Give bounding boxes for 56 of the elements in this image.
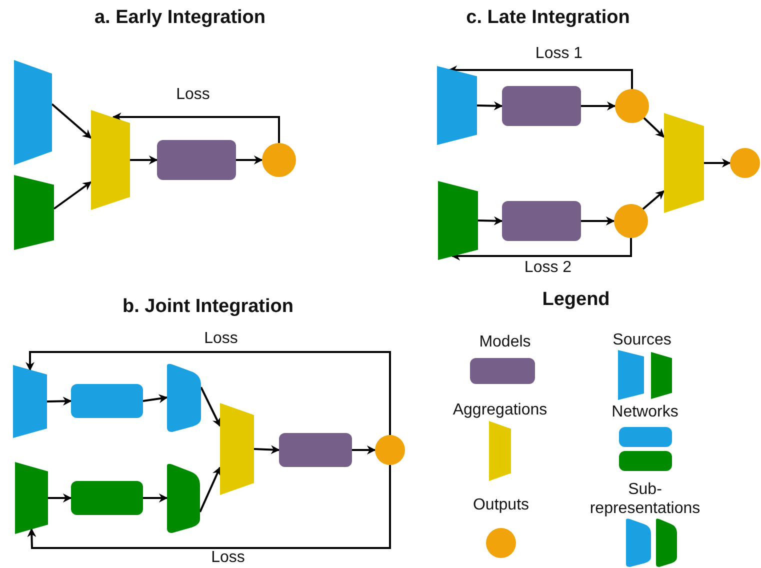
legend-label: Outputs <box>472 495 530 515</box>
legend-label: Models <box>478 332 532 352</box>
section-title: c. Late Integration <box>466 7 630 29</box>
aggregation-trapezoid <box>220 403 254 495</box>
arrow <box>48 494 72 502</box>
loss-arrow <box>112 112 280 143</box>
arrow <box>46 396 72 406</box>
arrow <box>581 102 616 110</box>
section-title: a. Early Integration <box>94 7 266 29</box>
source-trapezoid <box>437 66 477 145</box>
network-box <box>71 384 143 418</box>
arrow <box>142 394 168 404</box>
aggregation-trapezoid <box>664 113 704 213</box>
model-box <box>502 86 581 126</box>
arrow <box>236 156 263 164</box>
arrow <box>53 181 92 210</box>
section-title: Legend <box>542 289 610 311</box>
arrow <box>643 117 665 138</box>
model-box <box>502 201 581 241</box>
section-title: b. Joint Integration <box>122 296 294 318</box>
loss-arrow <box>26 351 391 435</box>
legend-label: Sources <box>612 330 672 350</box>
arrow <box>352 446 376 454</box>
source-trapezoid <box>14 175 54 250</box>
subrepresentation-shape <box>167 463 200 533</box>
model-box <box>157 140 236 180</box>
loss-arrow <box>451 238 632 261</box>
legend-label: Sub-representations <box>588 480 702 518</box>
source-trapezoid <box>438 181 478 260</box>
output-circle <box>375 435 405 465</box>
arrow <box>478 216 503 226</box>
legend-label: Networks <box>610 402 680 422</box>
arrow <box>200 386 221 427</box>
arrow <box>130 156 158 164</box>
arrow <box>704 158 731 168</box>
arrow <box>642 190 665 210</box>
model-box <box>279 433 352 467</box>
output-circle <box>615 89 649 123</box>
subrepresentation-shape <box>167 363 201 432</box>
legend-label: Aggregations <box>452 400 548 420</box>
output-circle <box>614 204 648 238</box>
arrow <box>476 101 503 110</box>
loss-arrow <box>27 465 391 549</box>
arrow <box>254 445 280 454</box>
source-trapezoid <box>14 60 52 165</box>
arrow <box>199 466 221 512</box>
output-circle <box>730 148 760 178</box>
source-trapezoid <box>13 365 47 438</box>
arrow <box>581 216 615 226</box>
output-circle <box>262 143 296 177</box>
arrow <box>143 494 168 502</box>
arrow <box>51 103 92 139</box>
aggregation-trapezoid <box>91 110 130 210</box>
loss-arrow <box>448 65 633 89</box>
source-trapezoid <box>15 462 48 534</box>
network-box <box>71 481 143 515</box>
